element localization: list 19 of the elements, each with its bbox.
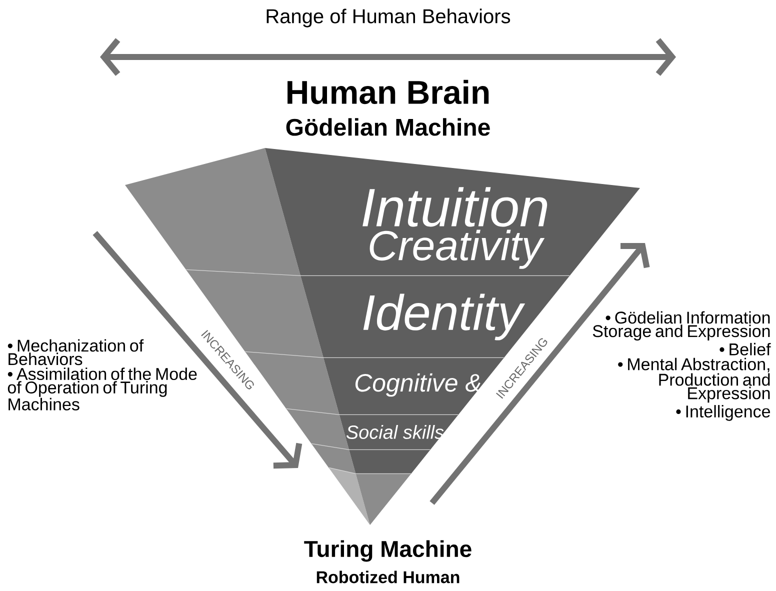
node-label: Social skills (346, 425, 444, 439)
bullet-item: • Assimilation of the Mode of Operation of Turing Machines (8, 368, 197, 410)
bullet-item: • Belief (720, 342, 771, 356)
bullet-item: • Mechanization of Behaviors (8, 339, 144, 366)
title: Human Brain (288, 80, 489, 104)
heading: Range of Human Behaviors (266, 8, 510, 28)
node-label: Identity (363, 294, 526, 340)
bottom-title: Turing Machine (304, 540, 472, 562)
bullet-item: • Mental Abstraction, Production and Expression (618, 358, 770, 403)
pyramid-layer (328, 468, 411, 526)
node-label: Intuition (362, 187, 548, 227)
bullet-item: • Intelligence (676, 405, 770, 421)
bottom-subtitle: Robotized Human (316, 570, 460, 584)
node-label: Creativity (370, 230, 545, 269)
pyramid-layer (312, 444, 430, 475)
node-label: Cognitive & (355, 373, 481, 397)
pyramid-layer: Intuition Creativity (125, 148, 640, 277)
bullet-item: • Gödelian Information Storage and Expression (592, 311, 770, 341)
pyramid-layer: Social skills (286, 409, 458, 451)
